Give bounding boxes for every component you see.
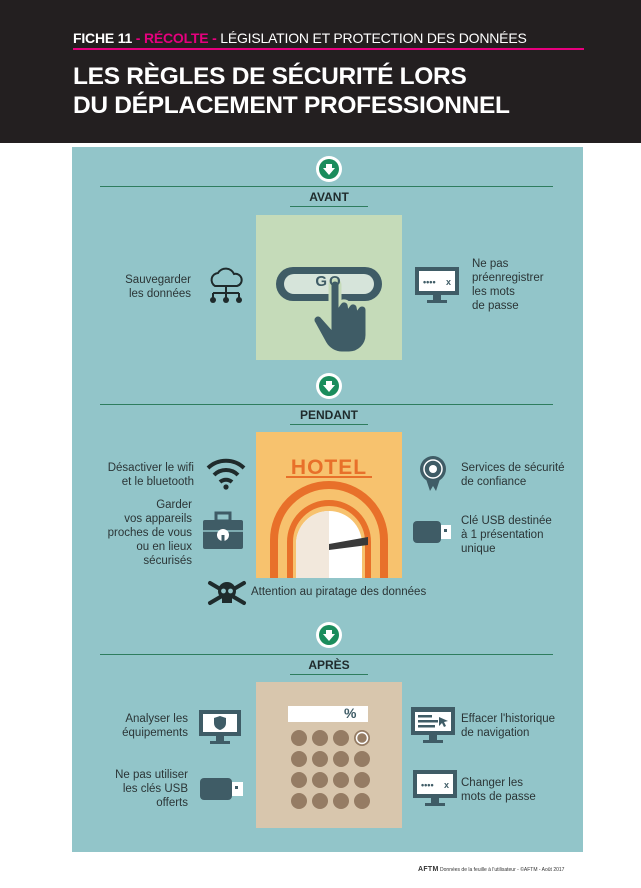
text-line: Sauvegarder les données [125,274,191,300]
apres-right-top-text: Effacer l'historique de navigation [461,712,581,740]
text-line: Analyser les équipements [122,713,188,739]
avant-left-text: Sauvegarder les données [96,273,191,301]
browser-history-icon [411,707,455,743]
down-arrow-icon [316,373,342,399]
apres-left-bottom-text: Ne pas utiliser les clés USB offerts [92,768,188,810]
footer: AFTM Données de la feuille à l'utilisate… [418,866,564,873]
text-line: Garder vos appareils proches de vous ou … [107,499,192,567]
section-divider-pendant [100,404,553,405]
svg-text:••••: •••• [423,277,436,287]
text-line: Ne pas utiliser les clés USB offerts [115,769,188,809]
header-divider [73,48,584,50]
aftm-logo: AFTM [418,866,439,873]
svg-text:••••: •••• [421,780,434,790]
breadcrumb-separator: - [208,30,221,46]
cloud-network-icon [210,267,243,303]
section-divider-avant [100,186,553,187]
avant-right-text: Ne pas préenregistrer les mots de passe [472,257,582,313]
avant-illustration: GO [256,215,402,360]
usb-key-icon [413,521,451,543]
page-title-line-1: LES RÈGLES DE SÉCURITÉ LORS [73,63,467,90]
section-label-underline [290,674,368,675]
breadcrumb-separator: - [132,30,144,46]
section-divider-apres [100,654,553,655]
text-line: Changer les mots de passe [461,777,536,803]
footer-text: Données de la feuille à l'utilisateur - … [440,867,565,873]
locked-briefcase-icon [203,511,243,549]
pendant-warning-text: Attention au piratage des données [251,586,427,598]
pendant-left-bottom-text: Garder vos appareils proches de vous ou … [80,498,192,568]
page-title: LES RÈGLES DE SÉCURITÉ LORS DU DÉPLACEME… [73,62,510,120]
text-line: Clé USB destinée à 1 présentation unique [461,515,552,555]
apres-left-top-text: Analyser les équipements [92,712,188,740]
down-arrow-icon [316,622,342,648]
calculator-keypad [291,730,370,809]
calculator-illustration: % [256,682,402,828]
text-line: Ne pas préenregistrer les mots de passe [472,258,544,312]
section-label-underline [290,424,368,425]
header-band: FICHE 11 - RÉCOLTE - LÉGISLATION ET PROT… [0,0,641,143]
fiche-breadcrumb: FICHE 11 - RÉCOLTE - LÉGISLATION ET PROT… [73,30,527,46]
down-arrow-icon [316,156,342,182]
hotel-illustration: HOTEL [256,432,402,578]
go-button-label: GO [315,273,343,290]
pendant-left-top-text: Désactiver le wifi et le bluetooth [80,461,194,489]
password-monitor-icon: •••• x [413,770,457,806]
skull-crossbones-icon [208,581,246,605]
category-recolte: RÉCOLTE [143,30,209,46]
calculator-display [288,706,368,722]
text-line: Effacer l'historique de navigation [461,713,556,739]
section-label-pendant: PENDANT [299,408,358,422]
svg-text:x: x [444,780,449,790]
page-title-line-2: DU DÉPLACEMENT PROFESSIONNEL [73,92,510,119]
pendant-right-bottom-text: Clé USB destinée à 1 présentation unique [461,514,581,556]
text-line: Désactiver le wifi et le bluetooth [107,462,194,488]
topic-label: LÉGISLATION ET PROTECTION DES DONNÉES [220,30,527,46]
usb-key-icon [200,778,243,800]
wifi-icon [206,458,246,490]
section-label-underline [290,206,368,207]
security-badge-icon [420,456,446,491]
svg-text:x: x [446,277,451,287]
fiche-number: FICHE 11 [73,30,133,46]
text-line: Services de sécurité de confiance [461,462,565,488]
shield-monitor-icon [199,710,241,744]
hotel-sign: HOTEL [290,456,368,479]
calculator-display-value: % [344,705,357,721]
section-label-avant: AVANT [309,190,349,204]
apres-right-bottom-text: Changer les mots de passe [461,776,581,804]
password-monitor-icon: •••• x [415,267,459,303]
pendant-right-top-text: Services de sécurité de confiance [461,461,581,489]
section-label-apres: APRÈS [308,658,350,672]
